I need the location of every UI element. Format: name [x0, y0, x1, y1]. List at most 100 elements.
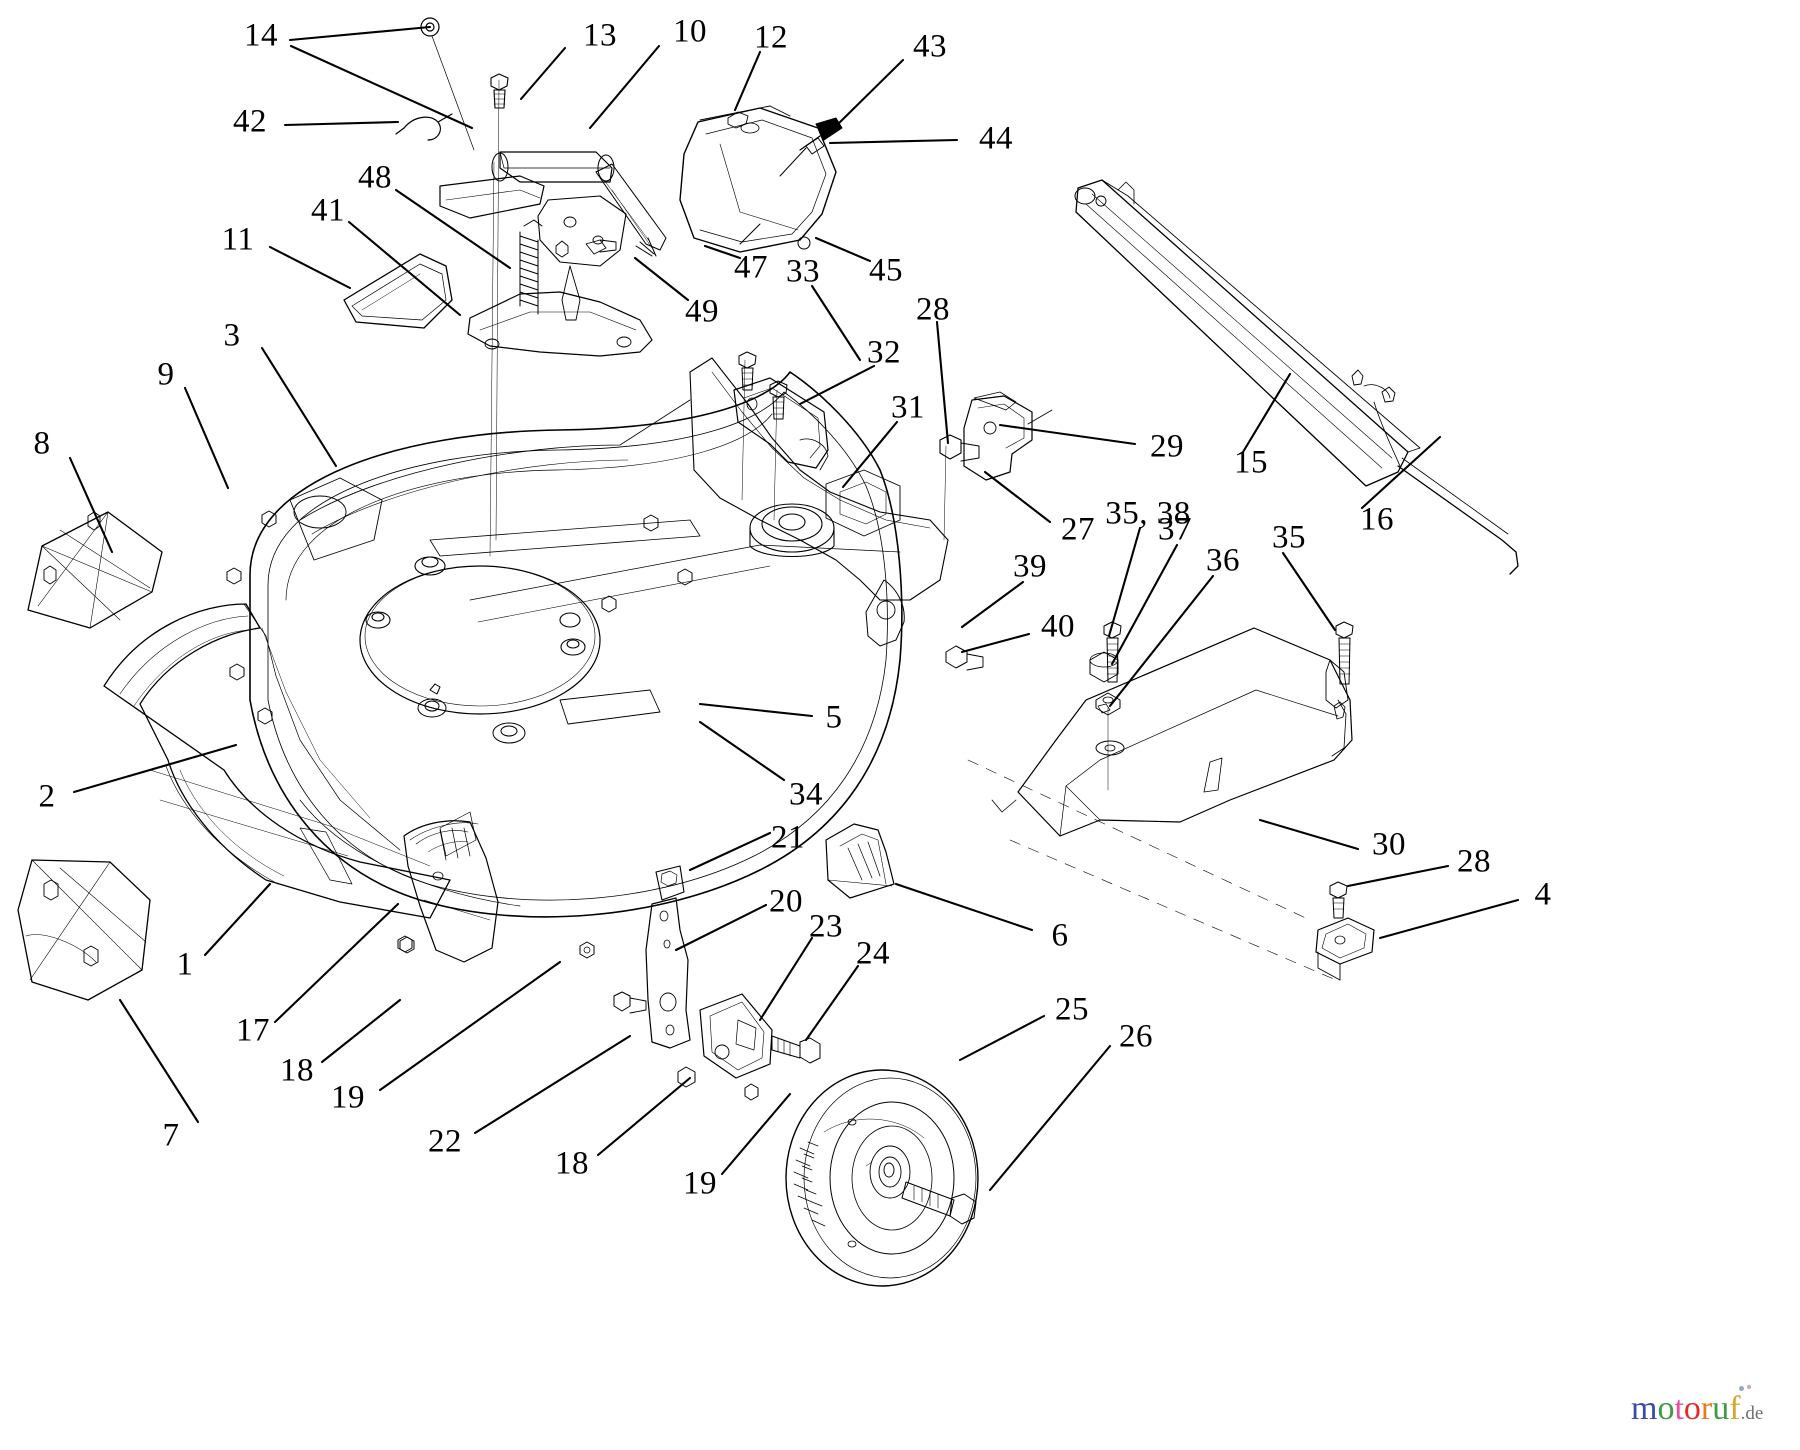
callout-number-1: 1 — [176, 946, 194, 983]
leader-line — [958, 1014, 1046, 1062]
callout-number-17: 17 — [236, 1012, 270, 1049]
left-guard-8 — [27, 511, 163, 629]
leader-line — [118, 998, 200, 1124]
leader-line — [596, 1076, 692, 1157]
leader-line — [828, 138, 959, 145]
leader-line — [183, 386, 230, 490]
watermark-dot-icon — [1739, 1386, 1744, 1391]
side-baffle-11 — [343, 253, 453, 329]
callout-number-47: 47 — [734, 249, 768, 286]
callout-number-30: 30 — [1372, 826, 1406, 863]
bracket-31 — [939, 434, 980, 462]
leader-line — [260, 346, 338, 468]
leader-line — [674, 903, 768, 952]
leader-line — [588, 44, 661, 130]
watermark-letter-o: o — [1657, 1390, 1675, 1427]
callout-number-4: 4 — [1534, 876, 1552, 913]
mower-deck-housing — [226, 79, 949, 954]
watermark-letter-o: o — [1683, 1390, 1701, 1427]
leader-line — [720, 1092, 792, 1176]
leader-line — [1378, 898, 1520, 940]
leader-line — [1258, 818, 1360, 851]
wheel-25 — [785, 1069, 979, 1287]
callout-number-41: 41 — [311, 192, 345, 229]
front-bumper-1 — [103, 603, 451, 919]
leader-line — [698, 720, 786, 782]
callout-number-40: 40 — [1041, 608, 1075, 645]
chute-deflector-12 — [679, 105, 843, 253]
bracket-32 — [733, 351, 829, 471]
leader-line — [1108, 574, 1215, 708]
watermark-letter-u: u — [1712, 1390, 1730, 1427]
callout-number-11: 11 — [221, 221, 255, 258]
callout-number-36: 36 — [1206, 542, 1240, 579]
leader-line — [273, 902, 400, 1024]
callout-number-10: 10 — [673, 13, 707, 50]
leader-line — [758, 936, 814, 1022]
callout-number-18: 18 — [280, 1052, 314, 1089]
callout-number-9: 9 — [157, 356, 175, 393]
leader-line — [289, 44, 474, 130]
callout-number-26: 26 — [1119, 1018, 1153, 1055]
leader-line — [804, 964, 860, 1042]
callout-number-42: 42 — [233, 103, 267, 140]
height-adjust-linkage — [579, 865, 821, 1101]
leader-line — [998, 423, 1137, 446]
callout-number-3: 3 — [223, 317, 241, 354]
watermark-letter-f: f — [1729, 1390, 1741, 1427]
callout-number-12: 12 — [754, 19, 788, 56]
leader-line — [983, 470, 1052, 524]
leader-line — [394, 188, 512, 270]
callout-number-28: 28 — [916, 291, 950, 328]
callout-number-19: 19 — [683, 1165, 717, 1202]
callout-number-23: 23 — [809, 908, 843, 945]
callout-number-48: 48 — [358, 159, 392, 196]
handle-lever-assembly — [395, 17, 667, 357]
leader-line — [698, 702, 814, 718]
leader-line — [378, 960, 562, 1092]
leader-line — [1107, 526, 1142, 638]
belt-cover-30 — [945, 621, 1354, 981]
callout-number-37: 37 — [1158, 511, 1192, 548]
leader-line — [841, 420, 899, 489]
leader-line — [1110, 543, 1179, 666]
callout-number-15: 15 — [1234, 444, 1268, 481]
leader-line — [283, 120, 400, 127]
leader-line — [960, 580, 1025, 629]
callout-number-21: 21 — [771, 819, 805, 856]
watermark-letter-t: t — [1674, 1390, 1684, 1427]
leader-line — [1281, 551, 1337, 632]
bolt-13 — [490, 73, 509, 109]
leader-line — [935, 320, 950, 445]
callout-number-24: 24 — [856, 935, 890, 972]
leader-line — [988, 1044, 1112, 1192]
leader-line — [798, 364, 876, 406]
callout-number-43: 43 — [913, 28, 947, 65]
leader-line — [1346, 864, 1450, 888]
leader-line — [703, 244, 742, 260]
callout-number-29: 29 — [1150, 428, 1184, 465]
wedge-guard-6 — [825, 823, 895, 899]
callout-number-31: 31 — [891, 389, 925, 426]
leader-line — [72, 743, 238, 794]
callout-number-34: 34 — [789, 776, 823, 813]
watermark-suffix: .de — [1740, 1403, 1764, 1424]
leader-line — [894, 882, 1034, 932]
leader-line — [1360, 435, 1442, 510]
leader-line — [733, 50, 762, 112]
leader-line — [633, 256, 690, 302]
callout-number-49: 49 — [685, 293, 719, 330]
leader-line — [320, 998, 402, 1064]
callout-number-39: 39 — [1013, 548, 1047, 585]
leader-line — [268, 245, 352, 290]
callout-number-14: 14 — [244, 17, 278, 54]
left-guard-7 — [17, 859, 151, 1001]
callout-number-35: 35 — [1272, 519, 1306, 556]
callout-number-13: 13 — [583, 17, 617, 54]
spring-clip-42 — [395, 113, 453, 141]
callout-number-25: 25 — [1055, 991, 1089, 1028]
bracket-29 — [963, 391, 1053, 481]
leader-line — [834, 58, 905, 128]
